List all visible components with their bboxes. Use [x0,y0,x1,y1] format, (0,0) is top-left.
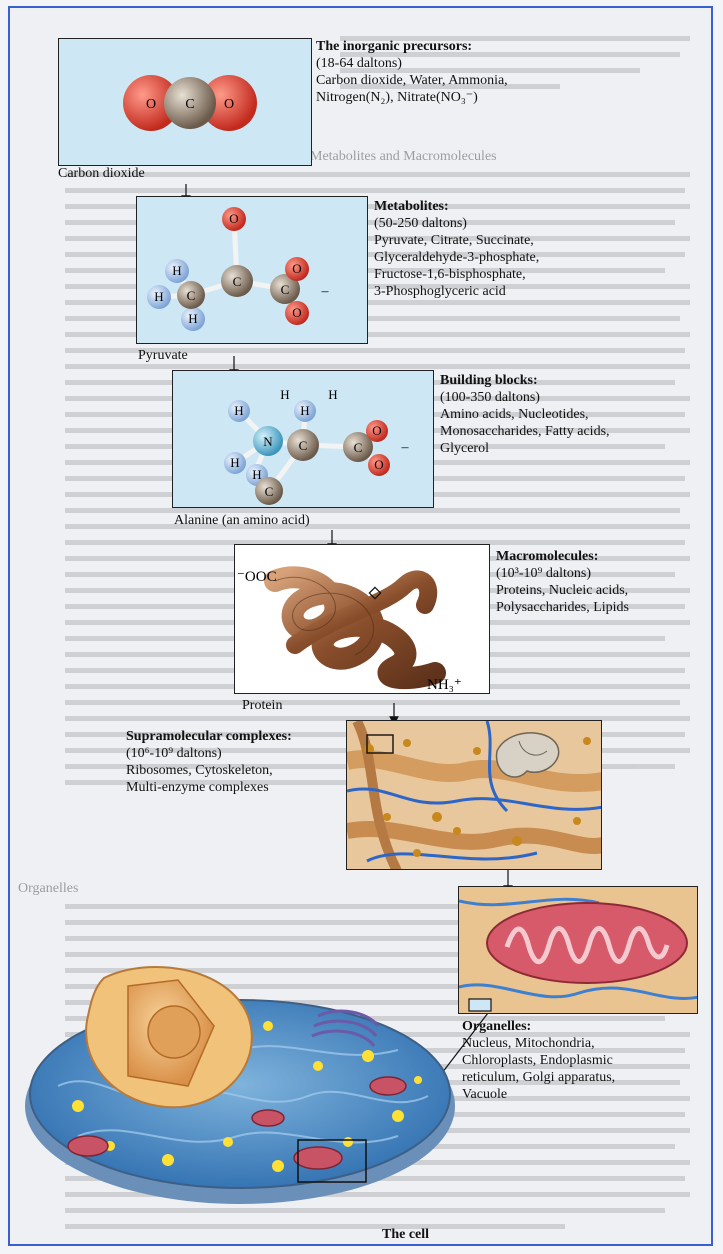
organelles-line3: reticulum, Golgi apparatus, [462,1069,615,1086]
macro-line2: Polysaccharides, Lipids [496,599,629,616]
building-label: Building blocks: (100-350 daltons) Amino… [440,372,610,457]
supra-line2: Multi-enzyme complexes [126,779,292,796]
co2-atom-o1: O [146,97,156,112]
co2-panel: O C O [58,38,312,166]
ala-charge: – [401,440,410,455]
pyruvate-caption: Pyruvate [138,348,188,364]
pyruvate-panel: O C C O O H H H C – [136,196,368,344]
ala-atom-h6: H [328,387,337,402]
co2-title: The inorganic precursors: [316,38,508,55]
complex-panel [346,720,602,870]
ala-atom-o2: O [374,457,383,472]
pyr-atom-c2: C [281,282,290,297]
cell-illustration [18,946,464,1208]
pyr-atom-c3: C [187,288,196,303]
ala-atom-n: N [263,434,273,449]
metabolites-label: Metabolites: (50-250 daltons) Pyruvate, … [374,198,539,300]
alanine-panel: H H H H N C C C O O H H – [172,370,434,508]
mitochondrion-panel [458,886,698,1014]
pyr-atom-h1: H [172,263,181,278]
metabolites-line4: 3-Phosphoglyceric acid [374,283,539,300]
co2-line1: Carbon dioxide, Water, Ammonia, [316,72,508,89]
page-frame: Metabolites and Macromolecules Organelle… [8,6,713,1246]
protein-n-terminus: ⁻OOC [237,569,277,585]
ala-atom-h4: H [300,403,309,418]
organelles-title: Organelles: [462,1018,615,1035]
ala-atom-h1: H [234,403,243,418]
building-range: (100-350 daltons) [440,389,610,406]
macro-range: (10³-10⁹ daltons) [496,565,629,582]
pyr-atom-o2: O [292,261,301,276]
co2-caption: Carbon dioxide [58,166,145,182]
protein-c-terminus: NH₃⁺ [427,677,462,693]
building-line3: Glycerol [440,440,610,457]
cell-title: The cell [382,1226,429,1243]
complex-illustration [347,721,602,870]
building-line1: Amino acids, Nucleotides, [440,406,610,423]
ala-atom-c3: C [354,440,363,455]
pyr-atom-o3: O [292,305,301,320]
protein-caption: Protein [242,698,282,714]
co2-atom-c: C [185,97,194,112]
macro-title: Macromolecules: [496,548,629,565]
building-line2: Monosaccharides, Fatty acids, [440,423,610,440]
ala-atom-h2: H [230,455,239,470]
mitochondrion-illustration [459,887,698,1014]
supra-label: Supramolecular complexes: (10⁶-10⁹ dalto… [126,728,292,796]
ala-atom-c1: C [299,438,308,453]
supra-range: (10⁶-10⁹ daltons) [126,745,292,762]
organelles-line2: Chloroplasts, Endoplasmic [462,1052,615,1069]
metabolites-title: Metabolites: [374,198,539,215]
alanine-molecule: H H H H N C C C O O H H – [173,371,434,508]
building-title: Building blocks: [440,372,610,389]
pyr-atom-h2: H [154,289,163,304]
organelles-label: Organelles: Nucleus, Mitochondria, Chlor… [462,1018,615,1103]
supra-line1: Ribosomes, Cytoskeleton, [126,762,292,779]
macro-line1: Proteins, Nucleic acids, [496,582,629,599]
co2-range: (18-64 daltons) [316,55,508,72]
co2-molecule: O C O [59,39,312,166]
macro-label: Macromolecules: (10³-10⁹ daltons) Protei… [496,548,629,616]
cell-caption: The cell [382,1226,429,1243]
ala-atom-c2: C [265,484,274,499]
pyr-atom-h3: H [188,311,197,326]
metabolites-line2: Glyceraldehyde-3-phosphate, [374,249,539,266]
co2-label: The inorganic precursors: (18-64 daltons… [316,38,508,106]
alanine-caption: Alanine (an amino acid) [174,513,310,529]
protein-ribbon: ⁻OOC NH₃⁺ [235,545,490,694]
pyruvate-molecule: O C C O O H H H C – [137,197,368,344]
ala-atom-h5: H [280,387,289,402]
metabolites-range: (50-250 daltons) [374,215,539,232]
metabolites-line1: Pyruvate, Citrate, Succinate, [374,232,539,249]
co2-line2: Nitrogen(N₂), Nitrate(NO₃⁻) [316,89,508,106]
pyr-atom-o1: O [229,211,238,226]
protein-panel: ⁻OOC NH₃⁺ [234,544,490,694]
organelles-line1: Nucleus, Mitochondria, [462,1035,615,1052]
ala-atom-o1: O [372,423,381,438]
supra-title: Supramolecular complexes: [126,728,292,745]
ala-atom-h3: H [252,467,261,482]
co2-atom-o2: O [224,97,234,112]
metabolites-line3: Fructose-1,6-bisphosphate, [374,266,539,283]
pyr-atom-c1: C [233,274,242,289]
pyr-charge: – [321,284,330,299]
organelles-line4: Vacuole [462,1086,615,1103]
